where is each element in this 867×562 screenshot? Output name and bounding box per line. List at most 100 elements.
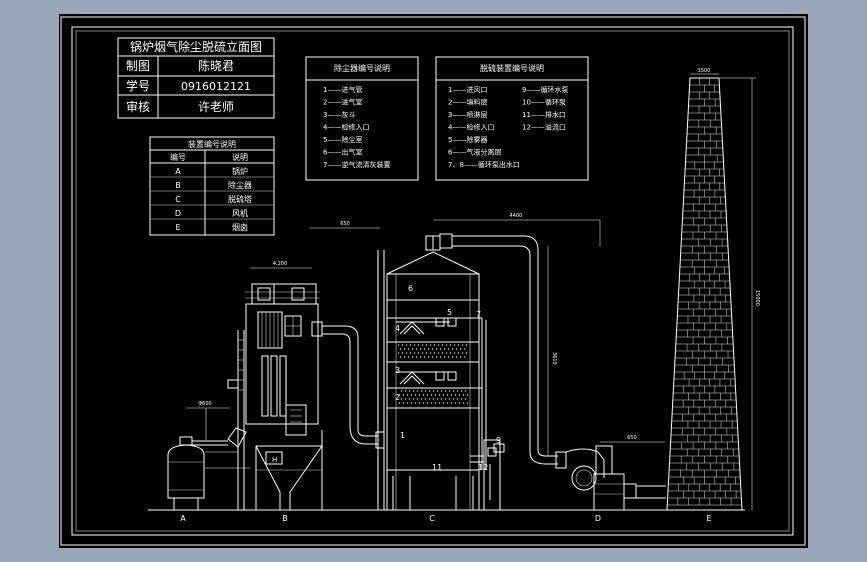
packing-dot bbox=[407, 356, 410, 358]
callout-5: 5 bbox=[447, 308, 452, 317]
packing-dot bbox=[414, 402, 417, 404]
packing-dot bbox=[411, 348, 414, 350]
chimney: 1500 15000 bbox=[666, 68, 760, 511]
packing-dot bbox=[425, 352, 428, 354]
packing-dot bbox=[419, 348, 422, 350]
packing-dot bbox=[399, 356, 402, 358]
packing-dot bbox=[423, 356, 426, 358]
packing-dot bbox=[437, 344, 440, 346]
packing-dot bbox=[458, 402, 461, 404]
dim-c-gap: 650 bbox=[340, 221, 350, 227]
packing-dot bbox=[424, 390, 427, 392]
dust-legend-item: 7——逆气流清灰装置 bbox=[323, 160, 390, 169]
unit-label-e: E bbox=[706, 514, 711, 523]
packing-dot bbox=[463, 356, 466, 358]
dim-b-top: 4.200 bbox=[273, 261, 287, 267]
dim-fan: 650 bbox=[627, 435, 637, 441]
desulf-legend-item: 7、8——循环泵出水口 bbox=[448, 160, 520, 169]
device-legend-header-desc: 说明 bbox=[232, 152, 248, 162]
device-legend-id: E bbox=[175, 223, 180, 232]
packing-dot bbox=[404, 390, 407, 392]
desulf-legend-item: 1——进风口 bbox=[448, 86, 487, 94]
packing-dot bbox=[456, 390, 459, 392]
dust-legend-item: 5——除尘室 bbox=[323, 135, 362, 144]
packing-dot bbox=[465, 344, 468, 346]
unit-label-c: C bbox=[429, 514, 435, 523]
packing-dot bbox=[435, 348, 438, 350]
circulation-pump: 9 12 bbox=[470, 436, 505, 511]
packing-dot bbox=[454, 394, 457, 396]
packing-dot bbox=[406, 402, 409, 404]
dim-c-right: 3610 bbox=[551, 352, 557, 365]
packing-dot bbox=[447, 356, 450, 358]
title-value-drawer: 陈晓君 bbox=[198, 58, 234, 73]
packing-dot bbox=[462, 402, 465, 404]
packing-dot bbox=[435, 356, 438, 358]
packing-dot bbox=[421, 352, 424, 354]
packing-dot bbox=[409, 344, 412, 346]
packing-dot bbox=[398, 394, 401, 396]
packing-dot bbox=[410, 394, 413, 396]
device-legend-header-id: 编号 bbox=[170, 152, 186, 162]
device-legend-id: A bbox=[175, 167, 181, 176]
callout-11: 11 bbox=[432, 463, 442, 472]
dust-legend-item: 2——进气室 bbox=[323, 98, 362, 107]
packing-dot bbox=[415, 356, 418, 358]
packing-dot bbox=[450, 402, 453, 404]
packing-dot bbox=[457, 352, 460, 354]
packing-dot bbox=[426, 394, 429, 396]
device-legend-desc: 烟囱 bbox=[232, 222, 248, 232]
duct-c-to-d: 4400 3610 bbox=[433, 213, 601, 469]
outer-frame bbox=[60, 16, 806, 546]
packing-dot bbox=[444, 398, 447, 400]
packing-dot bbox=[464, 390, 467, 392]
packing-dot bbox=[441, 352, 444, 354]
packing-dot bbox=[401, 352, 404, 354]
title-label-id: 学号 bbox=[126, 78, 150, 93]
title-value-id: 0916012121 bbox=[181, 80, 251, 93]
packing-dot bbox=[406, 394, 409, 396]
callout-3: 3 bbox=[395, 366, 400, 375]
packing-dot bbox=[421, 344, 424, 346]
packing-dot bbox=[448, 390, 451, 392]
packing-dot bbox=[455, 356, 458, 358]
packing-dot bbox=[443, 356, 446, 358]
packing-dot bbox=[432, 390, 435, 392]
desulfurization-legend: 脱硫装置编号说明 1——进风口2——填料层3——喷淋层4——检修入口5——除雾器… bbox=[435, 56, 589, 181]
desulf-legend-item: 11——排水口 bbox=[522, 110, 566, 119]
packing-dot bbox=[449, 344, 452, 346]
packing-dot bbox=[449, 352, 452, 354]
desulf-legend-title: 脱硫装置编号说明 bbox=[480, 63, 544, 73]
dim-boiler: Φ600 bbox=[198, 401, 211, 407]
packing-dot bbox=[444, 390, 447, 392]
dust-legend-title: 除尘器编号说明 bbox=[334, 63, 390, 73]
packing-dot bbox=[424, 398, 427, 400]
packing-dot bbox=[407, 348, 410, 350]
packing-dot bbox=[409, 352, 412, 354]
packing-dot bbox=[427, 356, 430, 358]
desulf-legend-item: 10——循环泵 bbox=[522, 98, 566, 107]
packing-dot bbox=[433, 344, 436, 346]
packing-dot bbox=[454, 402, 457, 404]
packing-dot bbox=[431, 356, 434, 358]
packing-dot bbox=[430, 394, 433, 396]
packing-dot bbox=[419, 356, 422, 358]
device-legend-id: C bbox=[175, 195, 181, 204]
desulf-legend-item: 9——循环水泵 bbox=[522, 85, 568, 94]
dust-legend-item: 1——进气管 bbox=[323, 85, 362, 94]
packing-dot bbox=[443, 348, 446, 350]
unit-label-a: A bbox=[180, 514, 186, 523]
title-label-reviewer: 审核 bbox=[126, 99, 150, 114]
callout-2: 2 bbox=[395, 393, 400, 402]
title-label-drawer: 制图 bbox=[126, 59, 150, 73]
packing-dot bbox=[417, 352, 420, 354]
packing-dot bbox=[405, 352, 408, 354]
packing-dot bbox=[451, 348, 454, 350]
callout-12: 12 bbox=[478, 463, 488, 472]
packing-dot bbox=[429, 344, 432, 346]
packing-dot bbox=[423, 348, 426, 350]
packing-dot bbox=[456, 398, 459, 400]
packing-dot bbox=[416, 398, 419, 400]
packing-dot bbox=[445, 344, 448, 346]
packing-dot bbox=[442, 402, 445, 404]
